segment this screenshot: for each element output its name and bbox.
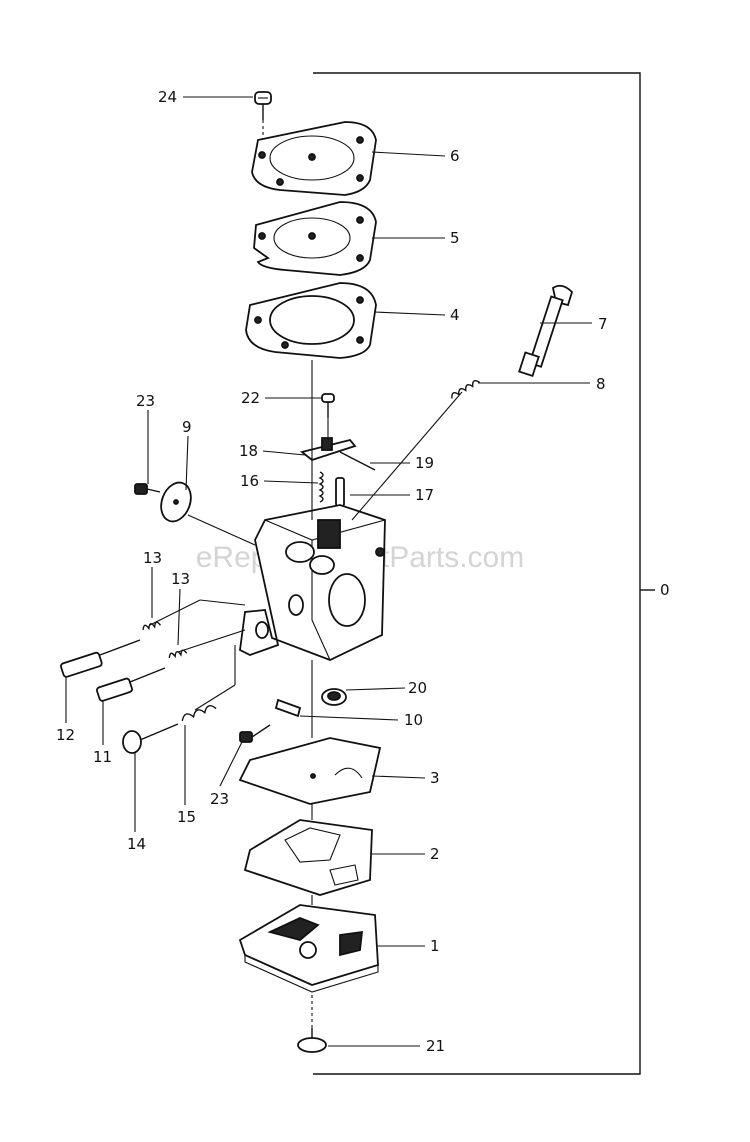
part-9-plate bbox=[160, 481, 192, 523]
callout-1: 1 bbox=[430, 937, 440, 955]
callout-21: 21 bbox=[426, 1037, 445, 1055]
part-23-screw-bottom bbox=[239, 724, 271, 743]
callout-13-upper: 13 bbox=[143, 549, 162, 567]
part-23-screw-top bbox=[134, 483, 161, 495]
callout-22: 22 bbox=[241, 389, 260, 407]
callout-17: 17 bbox=[415, 486, 434, 504]
callout-13-lower: 13 bbox=[171, 570, 190, 588]
part-11-needle-screw bbox=[96, 667, 166, 702]
callout-labels: 24 6 5 4 7 8 22 23 9 18 19 16 17 13 13 0… bbox=[56, 88, 670, 1055]
callout-20: 20 bbox=[408, 679, 427, 697]
callout-24: 24 bbox=[158, 88, 177, 106]
part-24-screw bbox=[254, 91, 272, 140]
callout-14: 14 bbox=[127, 835, 146, 853]
assembly-bracket bbox=[313, 72, 655, 1075]
part-16-spring bbox=[318, 471, 324, 503]
part-2-gasket bbox=[243, 819, 373, 896]
callout-12: 12 bbox=[56, 726, 75, 744]
callout-4: 4 bbox=[450, 306, 460, 324]
part-10-clip bbox=[274, 698, 302, 718]
part-18-metering-lever bbox=[300, 437, 357, 462]
callout-9: 9 bbox=[182, 418, 192, 436]
callout-3: 3 bbox=[430, 769, 440, 787]
part-4-gasket bbox=[245, 282, 377, 359]
part-14-screw bbox=[122, 723, 179, 754]
part-7-throttle-shaft bbox=[518, 284, 574, 378]
callout-10: 10 bbox=[404, 711, 423, 729]
leader-lines bbox=[65, 96, 592, 1047]
callout-23-top: 23 bbox=[136, 392, 155, 410]
callout-6: 6 bbox=[450, 147, 460, 165]
part-5-pump-diaphragm bbox=[253, 201, 377, 276]
carburetor-body bbox=[239, 504, 386, 661]
part-13-spring-upper bbox=[142, 621, 162, 631]
callout-2: 2 bbox=[430, 845, 440, 863]
callout-5: 5 bbox=[450, 229, 460, 247]
callout-0: 0 bbox=[660, 581, 670, 599]
part-6-pump-cover bbox=[251, 121, 377, 196]
callout-18: 18 bbox=[239, 442, 258, 460]
part-19-pin bbox=[339, 451, 376, 471]
assembly-guide-lines bbox=[149, 360, 463, 905]
callout-11: 11 bbox=[93, 748, 112, 766]
part-13-spring-lower bbox=[168, 649, 188, 659]
part-20-plug bbox=[321, 688, 347, 706]
part-1-pump-body bbox=[238, 904, 379, 993]
callout-8: 8 bbox=[596, 375, 606, 393]
part-8-spring bbox=[451, 380, 480, 399]
callout-15: 15 bbox=[177, 808, 196, 826]
callout-7: 7 bbox=[598, 315, 608, 333]
callout-16: 16 bbox=[240, 472, 259, 490]
part-12-needle-screw bbox=[60, 639, 141, 678]
callout-19: 19 bbox=[415, 454, 434, 472]
part-22-screw bbox=[321, 393, 335, 418]
part-15-spring bbox=[181, 705, 217, 722]
part-21-screw bbox=[297, 995, 327, 1053]
part-3-metering-diaphragm bbox=[238, 737, 382, 805]
callout-23-bottom: 23 bbox=[210, 790, 229, 808]
